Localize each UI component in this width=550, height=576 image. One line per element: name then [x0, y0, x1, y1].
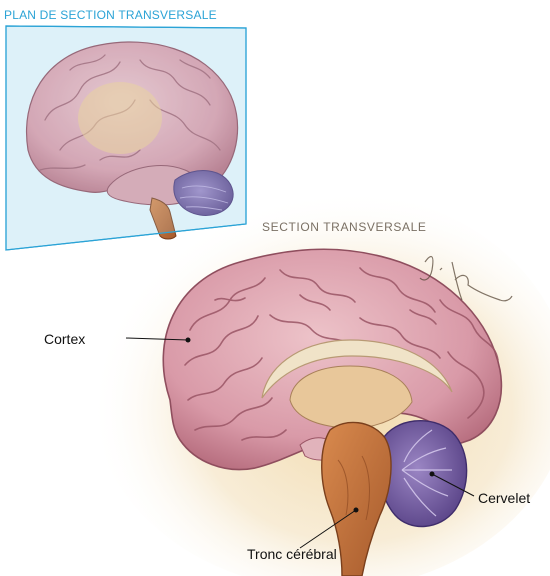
cortex-leader-line — [125, 337, 189, 341]
cervelet-leader-line — [431, 473, 475, 497]
large-brain-figure — [162, 248, 503, 576]
tronc-leader-dot — [353, 507, 359, 513]
small-brain-figure — [5, 25, 247, 251]
thalamus — [289, 365, 413, 429]
small-brain-inner-zone — [78, 82, 162, 154]
small-brain-stem — [149, 197, 177, 240]
tronc-leader-line — [299, 509, 357, 549]
corpus-callosum — [261, 339, 453, 399]
cortex — [162, 248, 503, 471]
artist-signature — [419, 256, 513, 302]
cortex-leader-dot — [185, 337, 191, 343]
cortex-gyri — [184, 267, 499, 441]
plane-label: PLAN DE SECTION TRANSVERSALE — [4, 8, 217, 22]
label-tronc-cerebral: Tronc cérébral — [247, 546, 337, 562]
small-brain-cerebellum — [173, 170, 234, 216]
cerebellum-arbor — [401, 429, 452, 517]
label-cervelet: Cervelet — [478, 490, 531, 506]
section-label: SECTION TRANSVERSALE — [262, 220, 427, 234]
label-cortex: Cortex — [44, 331, 86, 347]
cervelet-leader-dot — [429, 471, 435, 477]
